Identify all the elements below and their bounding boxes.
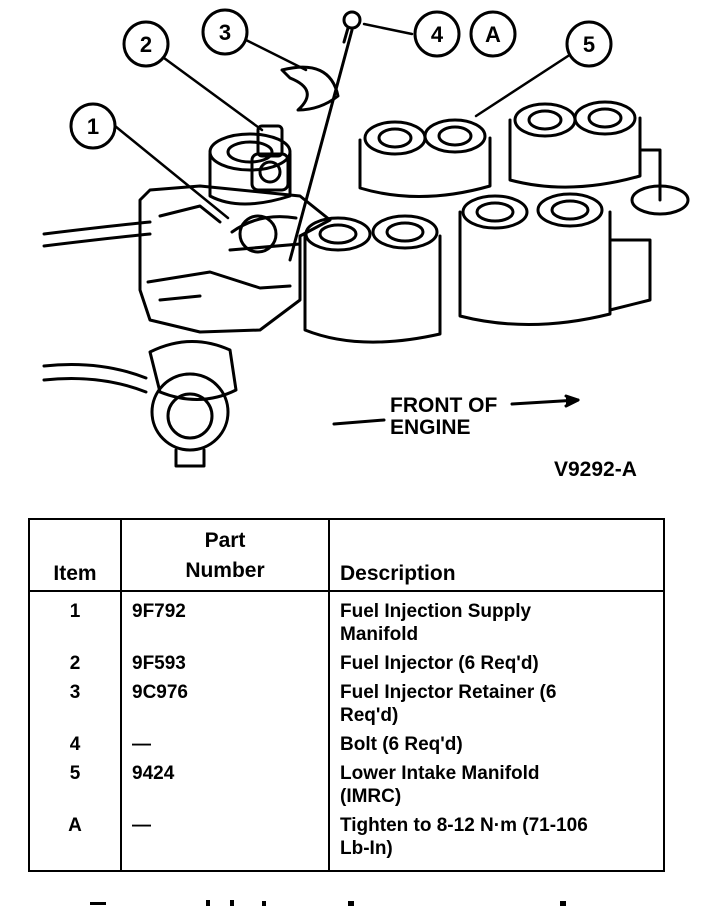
header-part-line1: Part (204, 529, 246, 552)
leader-3 (244, 38, 308, 72)
row-part-number: — (120, 732, 330, 761)
row-item: A (28, 813, 122, 871)
rear-runner-bank (208, 100, 662, 206)
callout-2: 2 (140, 32, 152, 57)
callout-A: A (485, 22, 501, 47)
header-item: Item (28, 519, 122, 592)
direction-label-line2: ENGINE (390, 416, 471, 439)
row-description-line2: (IMRC) (340, 786, 402, 807)
callout-circle-A (469, 10, 517, 58)
callout-circle-2 (122, 20, 170, 68)
bolt-drawing (288, 10, 362, 262)
leader-5 (474, 54, 570, 118)
callout-circle-1 (69, 102, 117, 150)
header-description: Description (328, 519, 665, 592)
callout-circle-5 (565, 20, 613, 68)
fuel-line-upper (42, 220, 152, 236)
fuel-line-lower-2 (42, 377, 148, 394)
row-part-number: 9F593 (120, 651, 330, 680)
callout-5: 5 (583, 32, 595, 57)
leader-4 (362, 22, 414, 36)
row-part-number: — (120, 813, 330, 871)
callout-circle-4 (413, 10, 461, 58)
table-row: 5 9424 Lower Intake Manifold(IMRC) (28, 761, 665, 813)
row-part-number: 9F792 (120, 591, 330, 651)
figure-code: V9292-A (554, 458, 637, 481)
row-description-line2: Req'd) (340, 705, 399, 726)
row-description: Fuel Injector (6 Req'd) (328, 651, 665, 680)
front-runner-bank (303, 184, 690, 344)
diagram-svg: 2 3 1 4 A 5 FRONT OF ENGINE V9292-A (42, 8, 690, 481)
leader-1 (113, 124, 230, 220)
row-description-line2: Lb-In) (340, 838, 393, 859)
table-row: 4 — Bolt (6 Req'd) (28, 732, 665, 761)
injector-retainer-drawing (280, 65, 340, 112)
fuel-line-upper-2 (42, 232, 152, 248)
manifold-base (138, 184, 332, 334)
row-item: 2 (28, 651, 122, 680)
row-description-line1: Lower Intake Manifold (340, 763, 540, 784)
row-description-line1: Fuel Injector Retainer (6 (340, 682, 557, 703)
row-description: Bolt (6 Req'd) (328, 732, 665, 761)
row-description-line2: Manifold (340, 624, 419, 645)
callout-4: 4 (431, 22, 444, 47)
supply-fitting (238, 214, 278, 254)
row-part-number: 9424 (120, 761, 330, 813)
callout-circle-3 (201, 8, 249, 56)
supply-manifold-tube (230, 215, 298, 234)
exploded-view-diagram: 2 3 1 4 A 5 FRONT OF ENGINE V9292-A (42, 8, 690, 481)
cropped-text-fragment (0, 892, 704, 908)
row-item: 4 (28, 732, 122, 761)
row-item: 3 (28, 680, 122, 732)
leader-2 (162, 56, 264, 132)
cropped-text-marks (90, 900, 566, 906)
fuel-line-lower (42, 363, 148, 380)
row-description-line1: Fuel Injection Supply (340, 601, 532, 622)
header-part-line2: Number (185, 559, 265, 582)
pressure-regulator (148, 340, 238, 468)
row-description: Lower Intake Manifold(IMRC) (328, 761, 665, 813)
fuel-injector-drawing (250, 124, 290, 192)
row-item: 1 (28, 591, 122, 651)
direction-arrow-line (332, 418, 386, 426)
table-row: 2 9F593 Fuel Injector (6 Req'd) (28, 651, 665, 680)
callout-3: 3 (219, 20, 231, 45)
callout-1: 1 (87, 114, 99, 139)
row-description-line1: Tighten to 8-12 N·m (71-106 (340, 815, 588, 836)
direction-label-line1: FRONT OF (390, 394, 497, 417)
row-item: 5 (28, 761, 122, 813)
row-part-number: 9C976 (120, 680, 330, 732)
